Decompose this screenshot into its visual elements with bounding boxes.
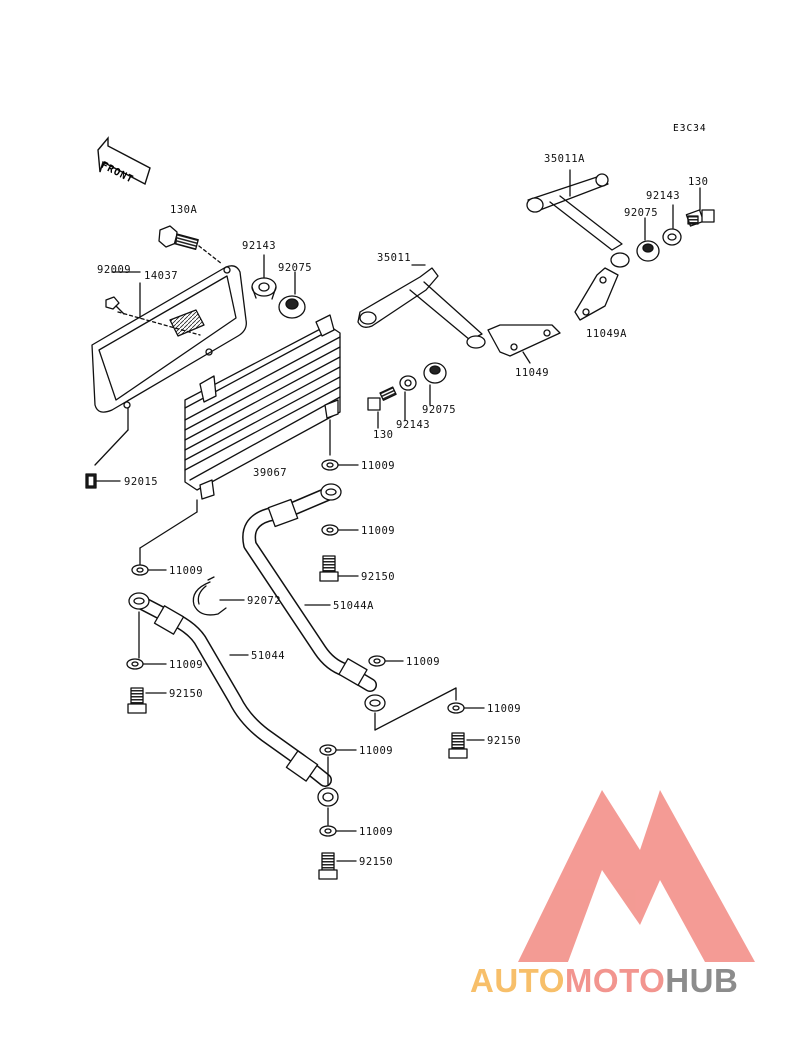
part-label-92150-c: 92150 xyxy=(487,735,522,747)
collar-92143-right xyxy=(662,228,682,246)
clip-92015 xyxy=(85,473,97,489)
part-label-130-right: 130 xyxy=(688,176,709,188)
part-label-92143-left: 92143 xyxy=(242,240,277,252)
part-label-92150-d: 92150 xyxy=(359,856,394,868)
part-label-92143-right: 92143 xyxy=(646,190,681,202)
part-label-51044A: 51044A xyxy=(333,600,374,612)
part-label-35011A: 35011A xyxy=(544,153,585,165)
part-label-92015: 92015 xyxy=(124,476,159,488)
bracket-11049A xyxy=(574,267,619,321)
part-label-14037: 14037 xyxy=(144,270,179,282)
bolt-130-right xyxy=(685,209,715,227)
washer-11009-g xyxy=(319,744,337,756)
washer-11009-e xyxy=(126,658,144,670)
bolt-92009 xyxy=(105,296,125,315)
banjo-bolt-92150-d xyxy=(318,852,338,880)
washer-11009-h xyxy=(319,825,337,837)
bolt-130-lower xyxy=(367,386,397,411)
washer-11009-d xyxy=(368,655,386,667)
part-label-11009-e: 11009 xyxy=(169,659,204,671)
bracket-35011A xyxy=(526,173,630,268)
washer-11009-a xyxy=(321,459,339,471)
watermark-auto: AUTO xyxy=(470,962,565,999)
washer-11009-f xyxy=(447,702,465,714)
part-label-35011: 35011 xyxy=(377,252,412,264)
radiator-grille-14037 xyxy=(91,265,247,413)
collar-92143-lower xyxy=(399,375,417,391)
banjo-bolt-92150-a xyxy=(319,555,339,582)
part-label-130-lower: 130 xyxy=(373,429,394,441)
part-label-130A: 130A xyxy=(170,204,198,216)
part-label-11009-f: 11009 xyxy=(487,703,522,715)
grommet-92075-lower xyxy=(423,362,447,384)
part-label-51044: 51044 xyxy=(251,650,286,662)
part-label-92075-lower: 92075 xyxy=(422,404,457,416)
part-label-92075-left: 92075 xyxy=(278,262,313,274)
part-label-11009-h: 11009 xyxy=(359,826,394,838)
part-label-11009-d: 11009 xyxy=(406,656,441,668)
oil-hose-51044 xyxy=(128,592,339,807)
oil-cooler-39067 xyxy=(184,314,341,500)
hose-clamp-92072 xyxy=(192,576,227,616)
part-label-11049A: 11049A xyxy=(586,328,627,340)
watermark-moto: MOTO xyxy=(564,962,666,999)
part-label-11009-b: 11009 xyxy=(361,525,396,537)
part-label-11009-c: 11009 xyxy=(169,565,204,577)
watermark-hub: HUB xyxy=(665,962,739,999)
grommet-92075-left xyxy=(278,295,306,319)
part-label-92150-b: 92150 xyxy=(169,688,204,700)
part-label-39067: 39067 xyxy=(253,467,288,479)
part-label-92143-lower: 92143 xyxy=(396,419,431,431)
banjo-bolt-92150-b xyxy=(127,687,147,714)
grommet-92075-right xyxy=(636,240,660,262)
bolt-130A xyxy=(158,225,199,251)
bracket-11049 xyxy=(487,324,561,357)
part-label-92150-a: 92150 xyxy=(361,571,396,583)
front-arrow-icon xyxy=(97,136,151,186)
bracket-35011 xyxy=(357,267,486,349)
diagram-code: E3C34 xyxy=(673,123,707,134)
part-label-92075-right: 92075 xyxy=(624,207,659,219)
banjo-bolt-92150-c xyxy=(448,732,468,759)
part-label-11009-g: 11009 xyxy=(359,745,394,757)
part-label-92009: 92009 xyxy=(97,264,132,276)
watermark-logo xyxy=(518,790,755,962)
washer-11009-b xyxy=(321,524,339,536)
washer-11009-c xyxy=(131,564,149,576)
collar-92143-left xyxy=(251,277,277,300)
part-label-92072: 92072 xyxy=(247,595,282,607)
oil-hose-51044A xyxy=(242,483,386,712)
part-label-11049: 11049 xyxy=(515,367,550,379)
part-label-11009-a: 11009 xyxy=(361,460,396,472)
watermark-text: AUTOMOTOHUB xyxy=(470,962,738,1000)
